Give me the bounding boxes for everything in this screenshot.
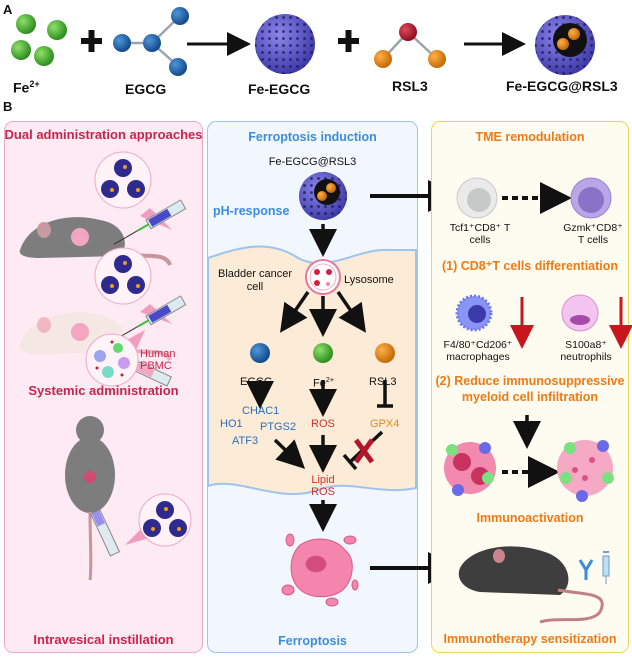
sensitized-mouse-icon — [458, 546, 604, 624]
plus-icon — [81, 30, 102, 52]
systemic-administration-label: Systemic administration — [28, 383, 179, 398]
egcg-sphere-icon — [250, 343, 270, 363]
grey-mouse-icon — [19, 217, 172, 266]
pbmc-bubble-icon — [85, 330, 145, 387]
egcg-label: EGCG — [125, 81, 167, 97]
immunoactivation-label: Immunoactivation — [476, 511, 584, 525]
gene-lipid-arrow — [273, 438, 306, 469]
administration-title: Dual administration approaches — [4, 127, 203, 142]
gene-ho1: HO1 — [220, 418, 243, 430]
rsl3-pathway-label: RSL3 — [369, 376, 397, 388]
nanoparticle-label: Fe-EGCG@RSL3 — [268, 156, 357, 168]
nanoparticle-bubble-icon-2 — [94, 247, 172, 324]
ferroptosis-label: Ferroptosis — [278, 634, 347, 648]
product-label: Fe-EGCG@RSL3 — [506, 78, 618, 94]
panel-b-label: B — [3, 99, 13, 114]
fe-pathway-label: Fe2+ — [313, 376, 334, 390]
blocked-cross-icon — [353, 438, 375, 464]
syringe-icon — [113, 199, 187, 245]
tumor-before-icon — [444, 442, 496, 496]
egcg-molecule-icon — [113, 7, 189, 76]
fe-ions-icon — [11, 14, 67, 66]
gene-chac1: CHAC1 — [242, 405, 280, 417]
step-1-label: (1) CD8⁺T cells differentiation — [441, 259, 619, 273]
fe-egcg-rsl3-nanoparticle-icon-2 — [299, 172, 347, 220]
neutrophil-label: S100a8⁺neutrophils — [560, 339, 612, 363]
supine-mouse-icon — [65, 416, 115, 581]
fe-egcg-label: Fe-EGCG — [248, 81, 311, 97]
panel-a-graphic — [11, 7, 595, 76]
ferroptotic-cell-icon — [281, 533, 359, 607]
fe-egcg-nanoparticle-icon — [255, 14, 315, 74]
tumor-after-icon — [557, 440, 614, 502]
egcg-release-arrow — [280, 291, 310, 333]
tme-title: TME remodulation — [475, 130, 585, 144]
fe-egcg-rsl3-nanoparticle-icon — [535, 15, 595, 75]
gene-ptgs2: PTGS2 — [260, 421, 297, 433]
lysosome-label: Lysosome — [344, 274, 394, 286]
lysosome-icon — [305, 259, 341, 295]
rsl3-release-arrow — [336, 291, 366, 333]
rsl3-sphere-icon — [375, 343, 395, 363]
ros-label: ROS — [311, 418, 335, 430]
antibody-icon — [578, 559, 594, 580]
small-syringe-icon — [602, 551, 610, 584]
gzmk-cell-label: Gzmk⁺CD8⁺T cells — [563, 222, 623, 246]
sensitization-label: Immunotherapy sensitization — [443, 632, 617, 646]
rsl3-molecule-icon — [374, 23, 446, 68]
macrophage-label: F4/80⁺Cd206⁺macrophages — [443, 339, 513, 363]
fe-sphere-icon — [313, 343, 333, 363]
macrophage-icon — [455, 294, 493, 332]
nanoparticle-bubble-icon-3 — [125, 493, 192, 547]
intravesical-instillation-label: Intravesical instillation — [33, 632, 174, 647]
administration-graphic — [19, 151, 192, 581]
ph-response-label: pH-response — [213, 204, 290, 218]
tcf1-t-cell-icon — [456, 177, 498, 219]
gene-atf3: ATF3 — [232, 435, 259, 447]
rsl3-label: RSL3 — [392, 78, 428, 94]
rsl3-inhibit-icon — [377, 380, 393, 408]
panel-a-label: A — [3, 2, 13, 17]
gpx4-label: GPX4 — [370, 418, 400, 430]
egcg-pathway-label: EGCG — [240, 376, 273, 388]
ferroptosis-induction-title: Ferroptosis induction — [248, 130, 377, 144]
plus-icon-2 — [338, 30, 359, 52]
gzmk-t-cell-icon — [570, 177, 612, 219]
fe-ion-label: Fe2+ — [13, 79, 40, 96]
catheter-syringe-icon — [90, 509, 121, 557]
neutrophil-icon — [561, 294, 599, 332]
